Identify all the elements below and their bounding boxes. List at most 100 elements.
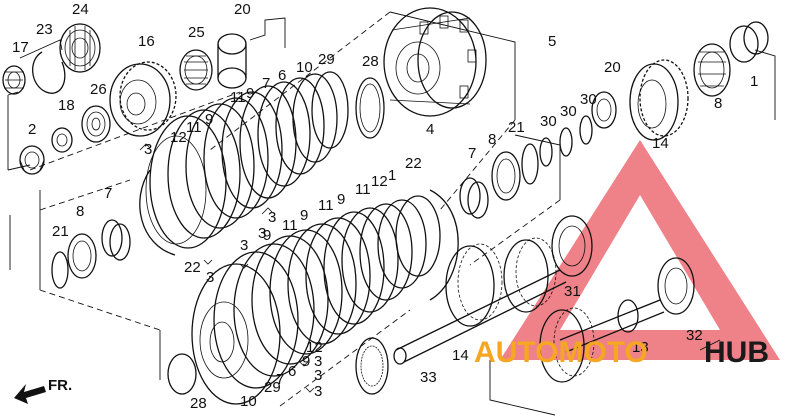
bearing-8-right	[491, 151, 521, 201]
collar-2	[19, 145, 45, 175]
callout-8: 8	[488, 131, 496, 148]
front-direction-indicator: FR.	[14, 377, 72, 404]
callout-21: 21	[52, 223, 69, 240]
callout-22: 22	[405, 155, 422, 172]
callout-9: 9	[302, 353, 310, 370]
callout-7: 7	[276, 371, 284, 388]
callout-8: 8	[76, 203, 84, 220]
callout-21: 21	[508, 119, 525, 136]
callout-3: 3	[144, 141, 152, 158]
bearing-8-left	[67, 233, 97, 279]
callout-11: 11	[186, 119, 202, 136]
callout-3: 3	[314, 383, 322, 400]
callout-8: 8	[714, 95, 722, 112]
circlip-23	[32, 51, 66, 94]
callout-3: 3	[240, 237, 248, 254]
washers-30	[539, 115, 593, 167]
watermark-text-dark: HUB	[704, 336, 769, 369]
callout-11: 11	[355, 181, 371, 198]
callout-20: 20	[234, 1, 251, 18]
callout-10: 10	[240, 393, 257, 410]
callout-29: 29	[264, 379, 281, 396]
thrust-washer-33	[355, 337, 389, 395]
gear-16	[109, 61, 177, 137]
direction-label: FR.	[48, 377, 72, 394]
callout-5: 5	[548, 33, 556, 50]
callout-2: 2	[28, 121, 36, 138]
washer-20-right	[591, 91, 617, 129]
clutch-drum-4	[383, 7, 487, 117]
clips-3	[139, 143, 315, 393]
callout-17: 17	[12, 39, 29, 56]
callout-14: 14	[452, 347, 469, 364]
callout-9: 9	[300, 207, 308, 224]
callout-30: 30	[540, 113, 557, 130]
bearing-17	[2, 65, 26, 95]
counter-shaft-13	[539, 299, 665, 383]
collar-20	[217, 33, 247, 89]
callout-22: 22	[184, 259, 201, 276]
callout-3: 3	[314, 367, 322, 384]
callout-30: 30	[560, 103, 577, 120]
callout-7: 7	[468, 145, 476, 162]
needle-bearing-25	[179, 49, 213, 91]
callout-3: 3	[314, 353, 322, 370]
callout-30: 30	[580, 91, 597, 108]
callout-11: 11	[318, 197, 334, 214]
callout-3: 3	[268, 209, 276, 226]
callout-23: 23	[36, 21, 53, 38]
bearing-31	[551, 215, 593, 277]
callout-10: 10	[296, 59, 313, 76]
callout-4: 4	[426, 121, 434, 138]
circlip-21-right	[521, 143, 539, 185]
callout-16: 16	[138, 33, 155, 50]
circlip-21-left	[51, 251, 69, 289]
callout-12: 12	[306, 339, 323, 356]
bearing-26	[81, 105, 111, 143]
callout-12: 12	[371, 173, 388, 190]
callout-14: 14	[652, 135, 669, 152]
callout-9: 9	[246, 85, 254, 102]
callout-25: 25	[188, 24, 205, 41]
callout-7: 7	[262, 75, 270, 92]
callout-6: 6	[288, 363, 296, 380]
callout-29: 29	[318, 51, 335, 68]
needle-bearing-8-upper	[693, 43, 731, 97]
callout-7: 7	[104, 185, 112, 202]
callout-33: 33	[420, 369, 437, 386]
callout-1: 1	[388, 167, 396, 184]
callout-24: 24	[72, 1, 89, 18]
collar-1	[729, 21, 769, 63]
springs-7-right	[459, 177, 489, 219]
washer-28-lower	[167, 353, 197, 395]
gear-14-upper	[629, 59, 689, 141]
callout-13: 13	[632, 339, 649, 356]
upper-clutch-stack	[139, 71, 349, 256]
watermark-text: AUTOMOTO HUB	[474, 336, 769, 369]
callout-9: 9	[337, 191, 345, 208]
washer-28-upper	[355, 77, 385, 139]
callout-6: 6	[278, 67, 286, 84]
main-shaft	[393, 237, 567, 365]
bearing-32	[657, 257, 695, 315]
watermark-triangle	[500, 140, 780, 360]
callout-9: 9	[263, 227, 271, 244]
callout-3: 3	[206, 269, 214, 286]
watermark-text-orange: AUTOMOTO	[474, 336, 648, 369]
callout-28: 28	[190, 395, 207, 412]
callout-11: 11	[282, 217, 298, 234]
callout-20: 20	[604, 59, 621, 76]
callout-26: 26	[90, 81, 107, 98]
washer-18	[51, 127, 73, 153]
callout-18: 18	[58, 97, 75, 114]
bearing-24	[59, 23, 101, 73]
callout-11: 11	[230, 89, 246, 106]
callout-1: 1	[750, 73, 758, 90]
callout-28: 28	[362, 53, 379, 70]
callout-3: 3	[258, 225, 266, 242]
callout-12: 12	[170, 129, 187, 146]
snap-ring-22	[429, 189, 459, 301]
springs-7-left	[101, 219, 131, 261]
